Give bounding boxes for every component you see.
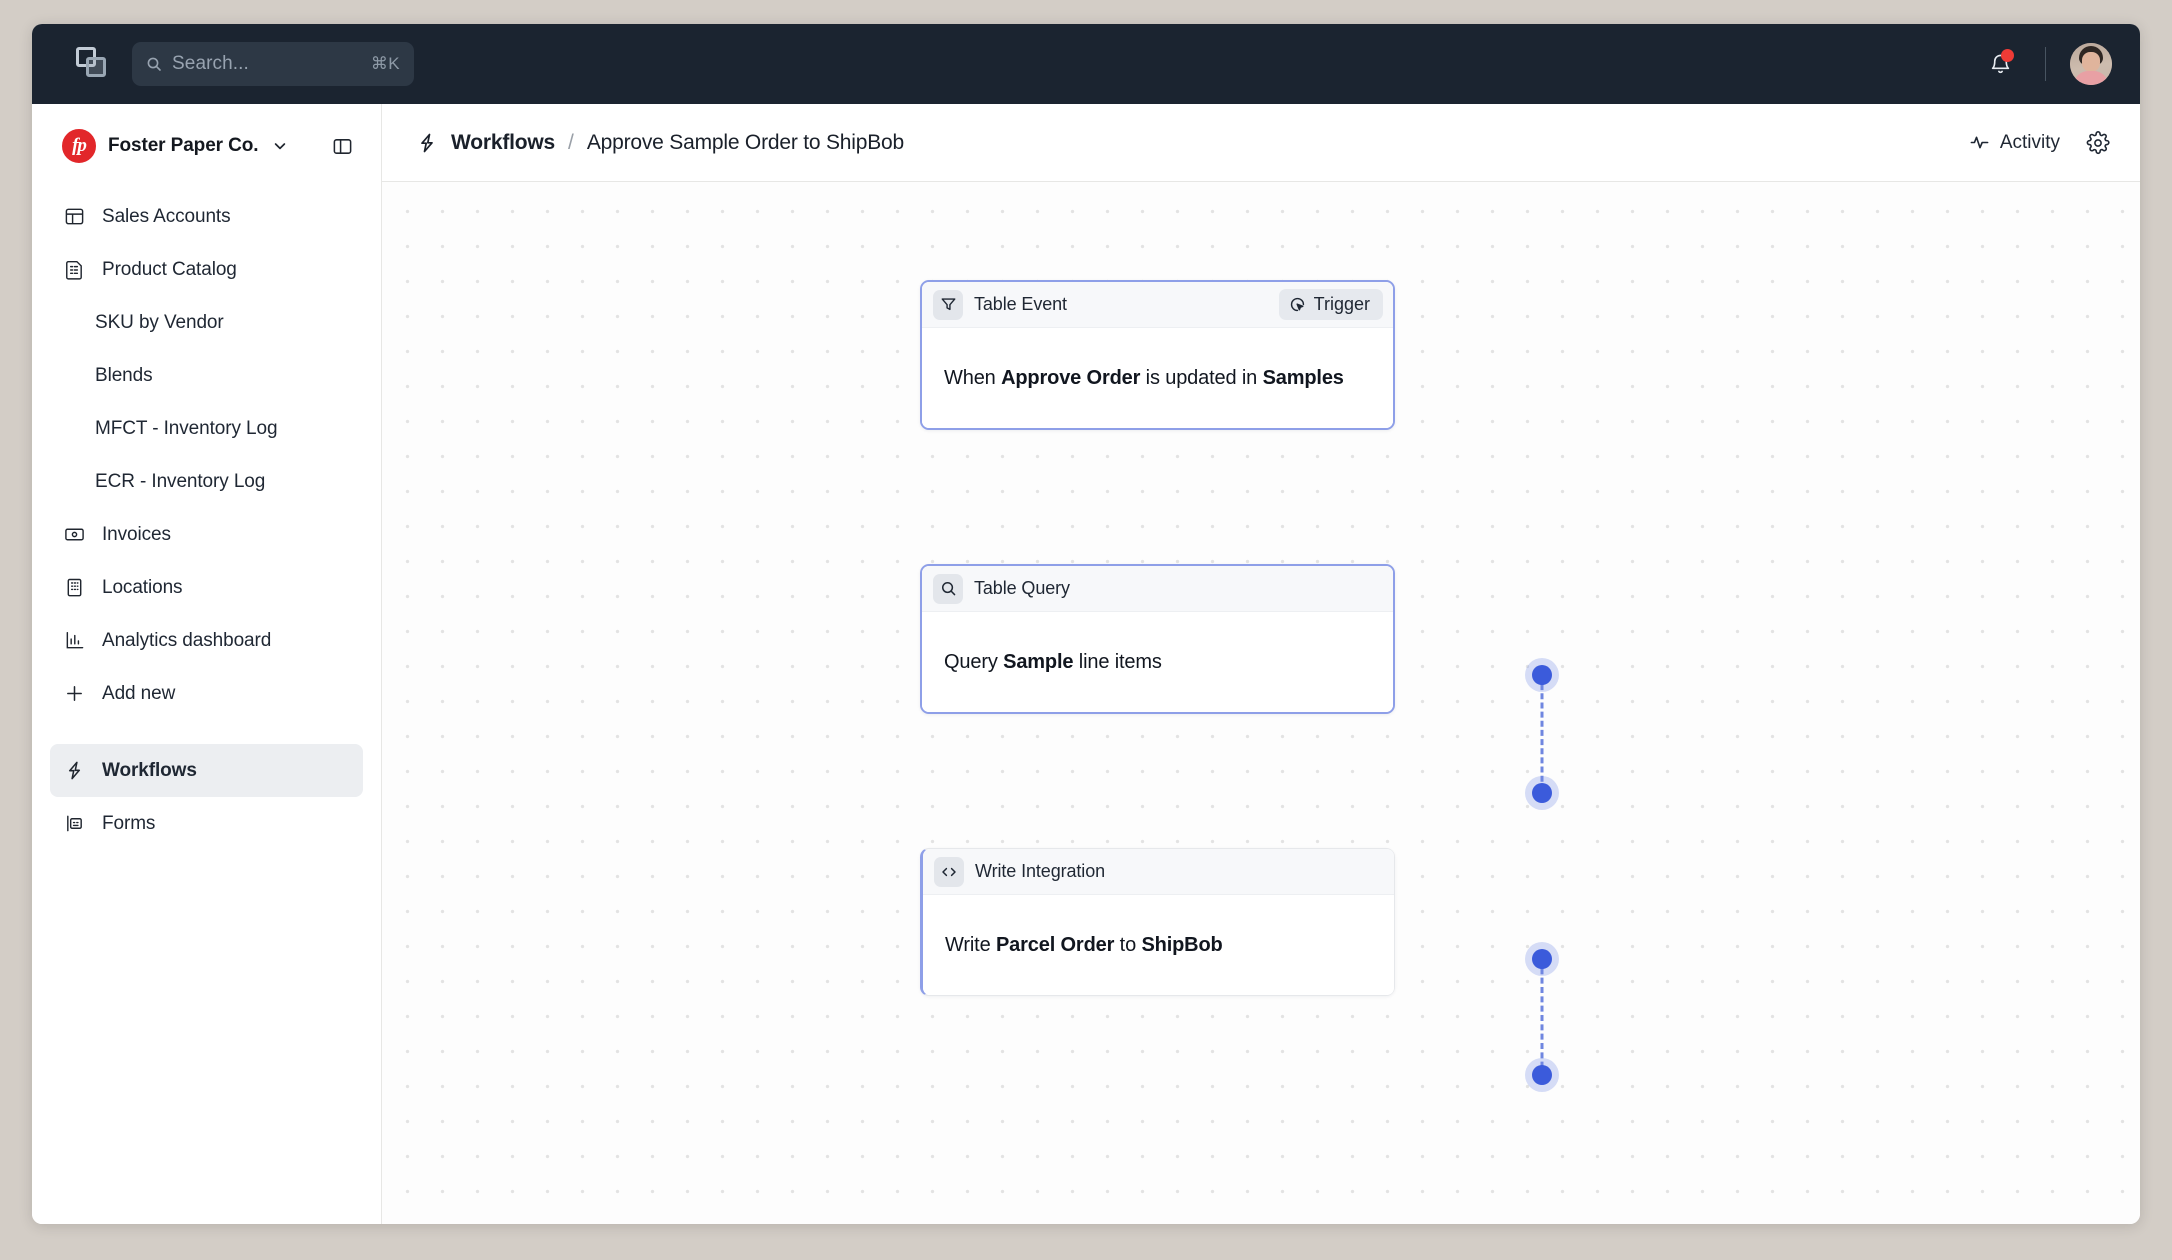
body-row: fp Foster Paper Co. Sales A (32, 104, 2140, 1224)
node-title: Write Integration (975, 861, 1106, 881)
plus-icon (67, 686, 82, 701)
sidebar-item-sku-by-vendor[interactable]: SKU by Vendor (50, 296, 363, 349)
sidebar: fp Foster Paper Co. Sales A (32, 104, 382, 1224)
sidebar-item-label: SKU by Vendor (95, 311, 224, 333)
global-search-box[interactable]: Search... ⌘K (132, 42, 414, 86)
node-connector-dot[interactable] (1532, 665, 1552, 685)
top-bar-divider (2045, 47, 2046, 81)
header-actions: Activity (1969, 130, 2110, 155)
settings-button[interactable] (2086, 130, 2110, 155)
panel-collapse-icon (333, 138, 351, 154)
sidebar-item-ecr-inventory-log[interactable]: ECR - Inventory Log (50, 455, 363, 508)
building-icon (67, 578, 82, 597)
workflow-node-write-integration[interactable]: Write Integration Write Parcel Order to … (920, 848, 1395, 996)
node-header: Table Event Trigger (922, 282, 1393, 328)
sidebar-item-label: Invoices (102, 523, 171, 545)
workspace-switcher[interactable]: fp Foster Paper Co. (32, 110, 381, 182)
sidebar-item-label: MFCT - Inventory Log (95, 417, 278, 439)
sidebar-nav: Sales Accounts Product Catalog SKU by Ve… (32, 182, 381, 850)
workspace-logo: fp (62, 129, 96, 163)
search-icon (933, 573, 963, 604)
sidebar-item-label: Sales Accounts (102, 205, 231, 227)
sidebar-item-invoices[interactable]: Invoices (50, 508, 363, 561)
node-description: When Approve Order is updated in Samples (944, 366, 1344, 389)
sidebar-item-label: ECR - Inventory Log (95, 470, 266, 492)
activity-pulse-icon (1970, 136, 1989, 149)
notification-unread-dot (2001, 49, 2014, 62)
overlapping-squares-logo[interactable] (76, 47, 110, 81)
banknote-icon (65, 528, 84, 541)
trigger-badge: Trigger (1278, 289, 1383, 320)
main-area: Workflows / Approve Sample Order to Ship… (382, 104, 2140, 1224)
sidebar-item-workflows[interactable]: Workflows (50, 744, 363, 797)
workflow-node-table-event[interactable]: Table Event Trigger When Approve Order i… (920, 280, 1395, 430)
node-title: Table Query (974, 578, 1070, 598)
avatar[interactable] (2070, 43, 2112, 85)
trigger-badge-label: Trigger (1313, 294, 1370, 314)
node-body: When Approve Order is updated in Samples (922, 328, 1393, 428)
workflow-node-table-query[interactable]: Table Query Query Sample line items (920, 564, 1395, 714)
sidebar-item-label: Product Catalog (102, 258, 237, 280)
node-body: Write Parcel Order to ShipBob (923, 895, 1394, 995)
bar-chart-icon (66, 631, 84, 649)
search-shortcut-hint: ⌘K (370, 54, 400, 73)
node-description: Query Sample line items (944, 650, 1162, 673)
notifications-button[interactable] (1979, 43, 2021, 85)
node-connector-line (1540, 959, 1544, 1077)
node-connector-dot[interactable] (1532, 1065, 1552, 1085)
activity-button[interactable]: Activity (1969, 132, 2060, 154)
bolt-icon (421, 133, 433, 152)
node-header: Table Query (922, 566, 1393, 612)
form-icon (67, 815, 82, 832)
table-icon (65, 208, 84, 225)
app-window: Search... ⌘K fp Foster Paper Co. (32, 24, 2140, 1224)
sidebar-item-sales-accounts[interactable]: Sales Accounts (50, 190, 363, 243)
sidebar-collapse-button[interactable] (327, 131, 357, 161)
top-bar-right-cluster (1979, 43, 2112, 85)
search-icon (147, 57, 161, 71)
sidebar-item-label: Analytics dashboard (102, 629, 272, 651)
bell-icon (1991, 54, 2009, 73)
search-input[interactable]: Search... (172, 53, 249, 74)
workflow-canvas[interactable]: Table Event Trigger When Approve Order i… (382, 182, 2140, 1224)
sidebar-item-label: Workflows (102, 759, 197, 781)
node-connector-dot[interactable] (1532, 949, 1552, 969)
sidebar-item-product-catalog[interactable]: Product Catalog (50, 243, 363, 296)
sidebar-item-label: Locations (102, 576, 183, 598)
chevron-down-icon (275, 143, 286, 150)
sidebar-divider-space (50, 720, 363, 744)
activity-label: Activity (1999, 131, 2060, 153)
code-brackets-icon (934, 856, 964, 887)
page-header: Workflows / Approve Sample Order to Ship… (382, 104, 2140, 182)
document-icon (66, 260, 82, 280)
node-title: Table Event (974, 294, 1067, 314)
sidebar-item-add-new[interactable]: Add new (50, 667, 363, 720)
node-connector-dot[interactable] (1532, 783, 1552, 803)
gear-icon (2086, 130, 2110, 154)
node-description: Write Parcel Order to ShipBob (945, 933, 1223, 956)
sidebar-item-label: Add new (102, 682, 176, 704)
bolt-icon (68, 761, 81, 780)
node-body: Query Sample line items (922, 612, 1393, 712)
filter-funnel-icon (933, 289, 963, 320)
sidebar-item-locations[interactable]: Locations (50, 561, 363, 614)
sidebar-item-label: Blends (95, 364, 153, 386)
breadcrumb-separator: / (568, 130, 574, 154)
workspace-name: Foster Paper Co. (108, 135, 259, 156)
sidebar-item-mfct-inventory-log[interactable]: MFCT - Inventory Log (50, 402, 363, 455)
sidebar-item-label: Forms (102, 812, 156, 834)
top-bar: Search... ⌘K (32, 24, 2140, 104)
trigger-click-icon (1290, 297, 1304, 312)
node-header: Write Integration (923, 849, 1394, 895)
sidebar-item-forms[interactable]: Forms (50, 797, 363, 850)
breadcrumb-root[interactable]: Workflows (451, 130, 555, 154)
page-title: Approve Sample Order to ShipBob (586, 130, 904, 154)
node-connector-line (1540, 675, 1544, 800)
sidebar-item-blends[interactable]: Blends (50, 349, 363, 402)
sidebar-item-analytics-dashboard[interactable]: Analytics dashboard (50, 614, 363, 667)
